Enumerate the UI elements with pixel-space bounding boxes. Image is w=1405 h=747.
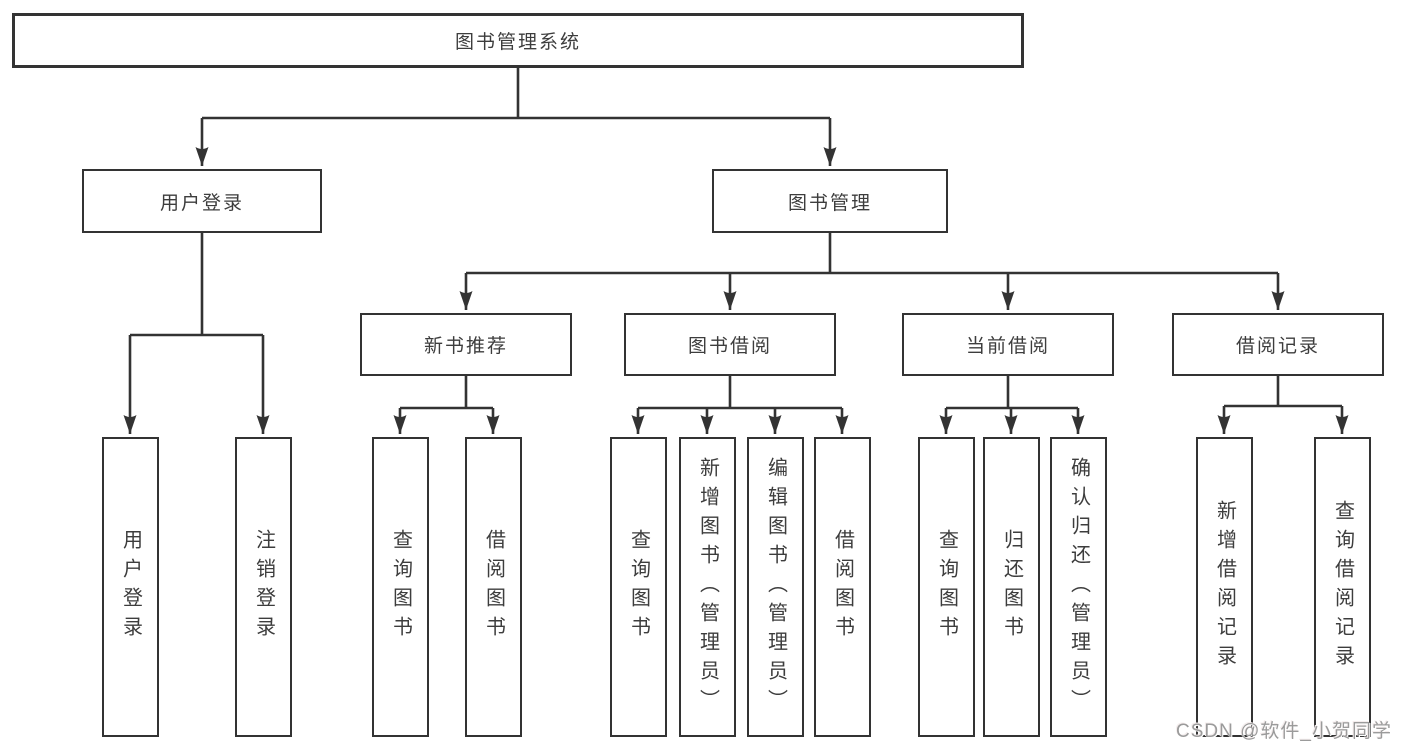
node-leaf-borrow-books: 借阅图书	[814, 437, 871, 737]
node-user-login-branch: 用户登录	[82, 169, 322, 233]
node-new-book-recommend: 新书推荐	[360, 313, 572, 376]
node-leaf-add-borrow-record: 新增借阅记录	[1196, 437, 1253, 737]
node-label: 新增图书（管理员）	[696, 456, 719, 718]
connector-new-book-stem	[400, 376, 493, 410]
node-label: 查询借阅记录	[1331, 500, 1354, 674]
node-label: 用户登录	[119, 529, 142, 645]
node-label: 新增借阅记录	[1213, 500, 1236, 674]
node-label: 图书借阅	[687, 336, 772, 357]
node-leaf-query-books-borrow: 查询图书	[610, 437, 667, 737]
node-label: 图书管理	[787, 192, 872, 214]
node-label: 借阅图书	[482, 529, 505, 645]
node-system-root: 图书管理系统	[12, 13, 1024, 68]
connector-current-borrow-stem	[946, 376, 1078, 410]
connector-records-stem	[1224, 376, 1342, 408]
node-label: 用户登录	[159, 192, 244, 214]
node-label: 借阅图书	[831, 529, 854, 645]
node-borrow-records: 借阅记录	[1172, 313, 1384, 376]
node-leaf-query-books-recommend: 查询图书	[372, 437, 429, 737]
node-label: 新书推荐	[423, 336, 508, 357]
node-label: 确认归还（管理员）	[1067, 456, 1090, 718]
node-leaf-user-login: 用户登录	[102, 437, 159, 737]
node-leaf-return-books: 归还图书	[983, 437, 1040, 737]
node-label: 当前借阅	[965, 336, 1050, 357]
node-leaf-borrow-books-recommend: 借阅图书	[465, 437, 522, 737]
connector-book-management-stem	[466, 233, 1278, 275]
node-label: 查询图书	[627, 529, 650, 645]
node-label: 图书管理系统	[454, 32, 581, 53]
node-label: 查询图书	[935, 529, 958, 645]
node-label: 借阅记录	[1235, 336, 1320, 357]
node-book-management-branch: 图书管理	[712, 169, 948, 233]
node-label: 注销登录	[252, 529, 275, 645]
node-leaf-logout: 注销登录	[235, 437, 292, 737]
node-label: 编辑图书（管理员）	[764, 456, 787, 718]
node-label: 归还图书	[1000, 529, 1023, 645]
node-leaf-confirm-return-admin: 确认归还（管理员）	[1050, 437, 1107, 737]
node-leaf-edit-books-admin: 编辑图书（管理员）	[747, 437, 804, 737]
connector-user-login-stem	[130, 233, 263, 337]
node-leaf-query-borrow-record: 查询借阅记录	[1314, 437, 1371, 737]
node-book-borrow: 图书借阅	[624, 313, 836, 376]
node-label: 查询图书	[389, 529, 412, 645]
connector-root-stem	[202, 68, 830, 120]
csdn-watermark: CSDN @软件_小贺同学	[1176, 721, 1392, 742]
node-current-borrow: 当前借阅	[902, 313, 1114, 376]
node-leaf-query-books-current: 查询图书	[918, 437, 975, 737]
node-leaf-add-books-admin: 新增图书（管理员）	[679, 437, 736, 737]
connector-book-borrow-stem	[638, 376, 842, 410]
